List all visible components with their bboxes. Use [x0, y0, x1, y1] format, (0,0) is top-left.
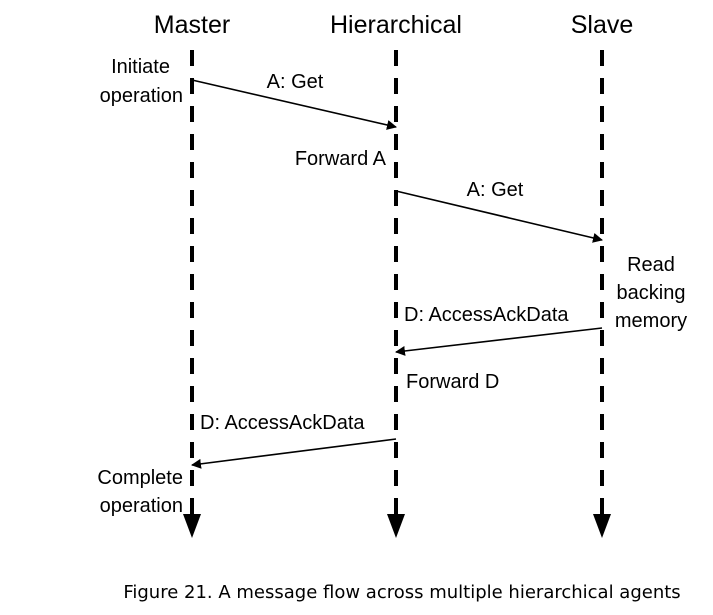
- lane-header-master: Master: [154, 11, 230, 39]
- annotation-initiate-line1: Initiate: [111, 56, 170, 78]
- lifeline-master-arrowhead: [183, 514, 201, 538]
- annotation-read-line3: memory: [615, 310, 687, 332]
- annotation-forward-d: Forward D: [406, 371, 499, 393]
- lane-header-hierarchical: Hierarchical: [330, 11, 462, 39]
- message-arrow-2: [395, 190, 603, 243]
- message-label-4: D: AccessAckData: [200, 412, 365, 434]
- message-arrow-1: [191, 79, 397, 130]
- lifeline-hierarchical-arrowhead: [387, 514, 405, 538]
- message-label-1: A: Get: [267, 71, 324, 93]
- lane-header-slave: Slave: [571, 11, 634, 39]
- message-label-3: D: AccessAckData: [404, 304, 569, 326]
- annotation-forward-a: Forward A: [295, 148, 387, 170]
- annotation-read-line2: backing: [617, 282, 686, 304]
- message-arrow-4: [191, 438, 397, 469]
- message-arrow-3: [395, 327, 603, 356]
- lifeline-slave-arrowhead: [593, 514, 611, 538]
- annotation-complete-line2: operation: [100, 495, 183, 517]
- annotation-initiate-line2: operation: [100, 85, 183, 107]
- annotation-read-line1: Read: [627, 254, 675, 276]
- message-label-2: A: Get: [467, 179, 524, 201]
- figure-caption: Figure 21. A message flow across multipl…: [123, 582, 680, 603]
- annotation-complete-line1: Complete: [97, 467, 183, 489]
